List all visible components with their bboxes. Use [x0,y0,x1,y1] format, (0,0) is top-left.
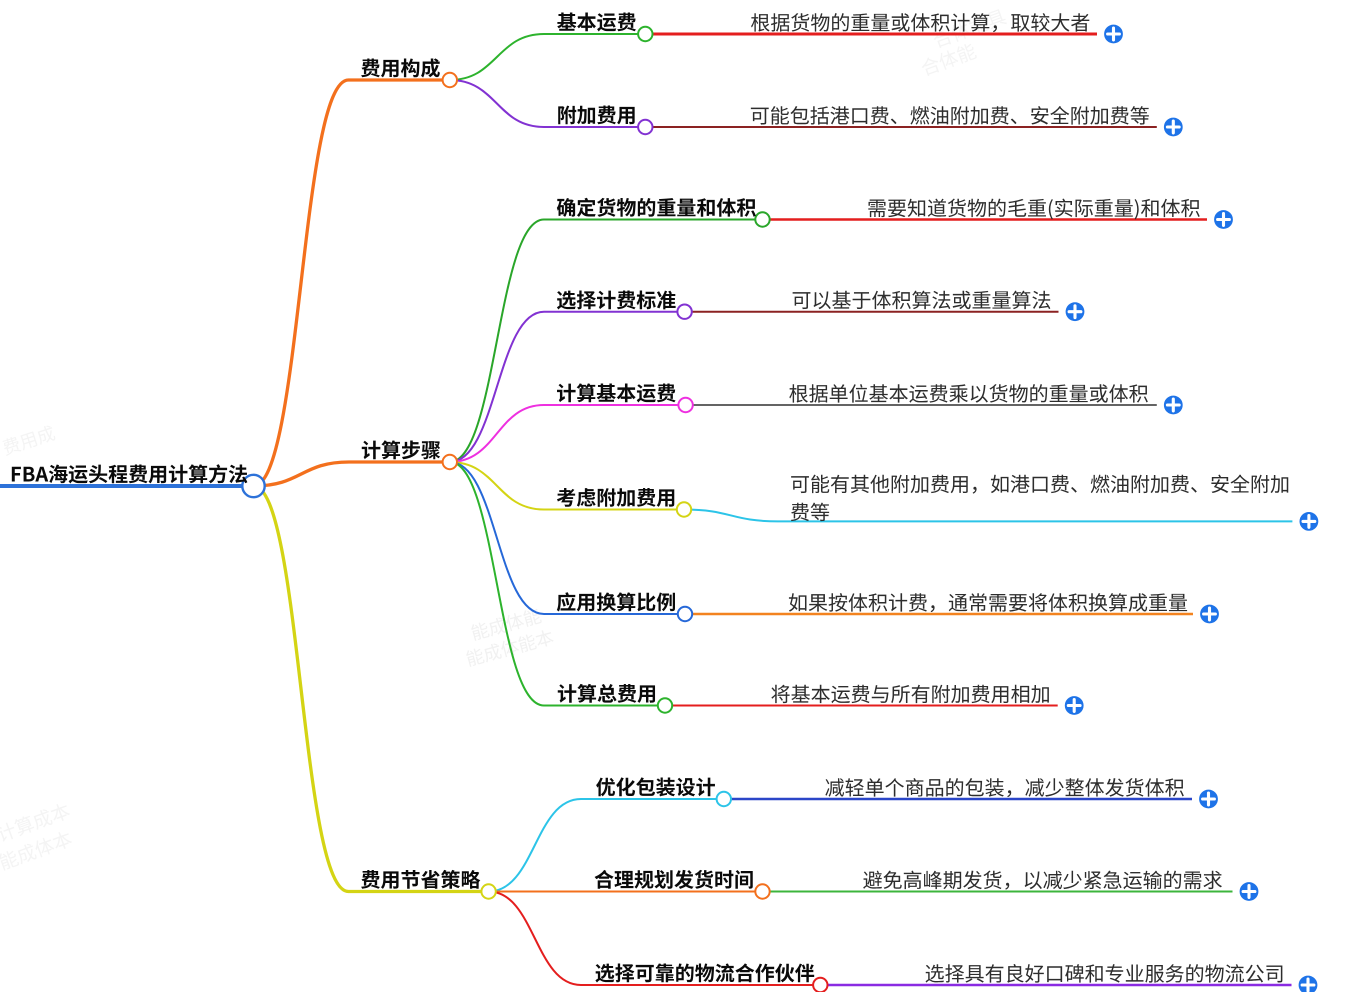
svg-text:将基本运费与所有附加费用相加: 将基本运费与所有附加费用相加 [771,679,1051,708]
svg-text:合理规划发货时间: 合理规划发货时间 [594,864,754,893]
svg-text:FBA海运头程费用计算方法: FBA海运头程费用计算方法 [10,459,248,488]
svg-text:费用构成: 费用构成 [361,53,441,82]
svg-text:减轻单个商品的包装，减少整体发货体积: 减轻单个商品的包装，减少整体发货体积 [825,772,1185,801]
svg-text:如果按体积计费，通常需要将体积换算成重量: 如果按体积计费，通常需要将体积换算成重量 [788,587,1188,616]
svg-text:考虑附加费用: 考虑附加费用 [556,482,676,511]
svg-text:确定货物的重量和体积: 确定货物的重量和体积 [556,192,756,221]
svg-text:计算总费用: 计算总费用 [557,678,657,707]
svg-text:费用成: 费用成 [0,419,58,460]
svg-text:可能包括港口费、燃油附加费、安全附加费等: 可能包括港口费、燃油附加费、安全附加费等 [750,100,1150,129]
svg-text:附加费用: 附加费用 [557,100,637,129]
svg-text:费用节省策略: 费用节省策略 [361,864,481,893]
svg-text:根据单位基本运费乘以货物的重量或体积: 根据单位基本运费乘以货物的重量或体积 [789,378,1149,407]
svg-text:计算基本运费: 计算基本运费 [556,378,676,407]
svg-text:需要知道货物的毛重(实际重量)和体积: 需要知道货物的毛重(实际重量)和体积 [867,193,1201,222]
svg-text:基本运费: 基本运费 [557,7,637,36]
svg-text:费等: 费等 [790,497,830,526]
svg-text:优化包装设计: 优化包装设计 [596,772,716,801]
svg-text:选择计费标准: 选择计费标准 [556,284,676,313]
svg-text:选择具有良好口碑和专业服务的物流公司: 选择具有良好口碑和专业服务的物流公司 [925,958,1285,987]
svg-text:避免高峰期发货，以减少紧急运输的需求: 避免高峰期发货，以减少紧急运输的需求 [863,865,1223,894]
svg-text:可能有其他附加费用，如港口费、燃油附加费、安全附加: 可能有其他附加费用，如港口费、燃油附加费、安全附加 [790,469,1290,498]
svg-text:选择可靠的物流合作伙伴: 选择可靠的物流合作伙伴 [595,958,815,987]
svg-text:根据货物的重量或体积计算，取较大者: 根据货物的重量或体积计算，取较大者 [750,7,1090,36]
svg-text:计算步骤: 计算步骤 [361,435,441,464]
svg-text:应用换算比例: 应用换算比例 [556,587,676,616]
svg-text:可以基于体积算法或重量算法: 可以基于体积算法或重量算法 [792,285,1052,314]
